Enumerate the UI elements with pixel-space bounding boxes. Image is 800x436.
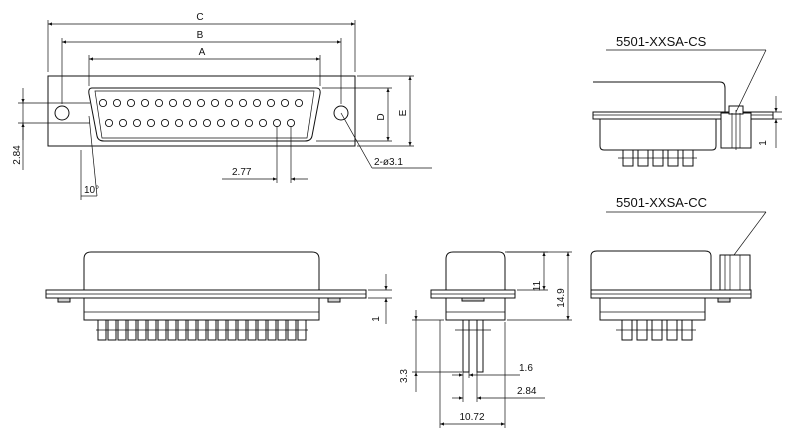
- dim-e-label: E: [398, 109, 409, 116]
- front-d-shell-inner: [94, 90, 315, 139]
- cc-bottom-pins: [616, 319, 696, 341]
- pin-row-bottom: [104, 118, 296, 128]
- side-view-cc: 5501-XXSA-CC: [590, 195, 767, 341]
- dim-33-label: 3.3: [399, 369, 410, 383]
- dim-1-left-label: 1: [371, 316, 382, 322]
- mounting-hole-right: [333, 105, 349, 121]
- model-cs-label: 5501-XXSA-CS: [616, 34, 707, 49]
- front-d-shell: [88, 87, 321, 142]
- dim-284-left-label: 2.84: [12, 145, 23, 165]
- cc-fastener: [719, 254, 751, 291]
- long-side-view: 1: [45, 251, 392, 341]
- dim-a-label: A: [199, 47, 206, 58]
- dim-1072-label: 10.72: [459, 412, 484, 423]
- holes-label: 2-ø3.1: [374, 157, 403, 168]
- long-shell-top: [83, 251, 320, 290]
- end-view: 11 14.9 3.3 1.6 2.84 10.72: [399, 251, 572, 428]
- dim-c-label: C: [196, 12, 203, 23]
- dim-149-label: 14.9: [556, 288, 567, 308]
- pin-row-top: [98, 98, 304, 108]
- long-bottom-pins: [96, 319, 308, 341]
- front-view: C B A D E 2-ø3.1 2.84 10°: [12, 12, 432, 200]
- dim-b-label: B: [197, 30, 204, 41]
- mounting-hole-left: [54, 105, 70, 121]
- model-cc-label: 5501-XXSA-CC: [616, 195, 707, 210]
- front-flange-outline: [47, 75, 356, 147]
- dim-11-label: 11: [532, 280, 543, 291]
- dim-d-label: D: [376, 113, 387, 120]
- cs-bottom-pins: [618, 149, 697, 167]
- dim-277-label: 2.77: [232, 167, 252, 178]
- dim-284-bottom-label: 2.84: [517, 386, 537, 397]
- dim-16-label: 1.6: [519, 363, 533, 374]
- side-view-cs: 5501-XXSA-CS 1: [592, 34, 782, 167]
- dim-1-cs-label: 1: [758, 140, 769, 146]
- angle-10-label: 10°: [84, 185, 99, 196]
